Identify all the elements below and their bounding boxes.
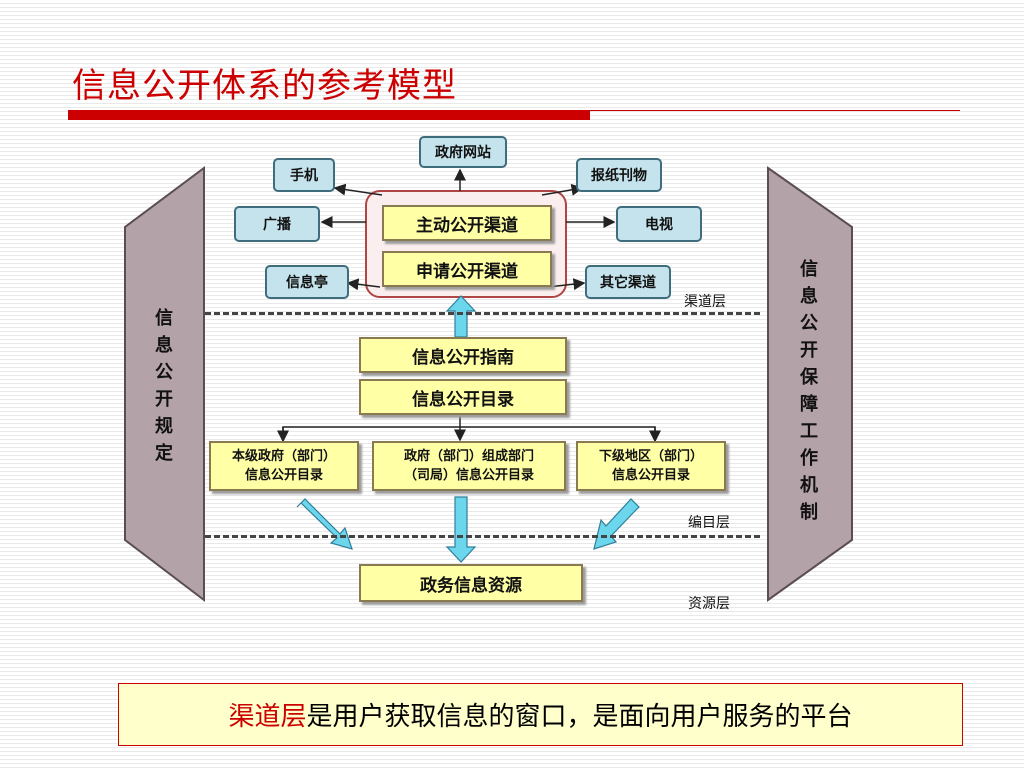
arrow-left-to-resources — [296, 498, 353, 550]
right-pillar-label: 信息公开保障工作机制 — [800, 259, 818, 523]
catalog-local-gov: 本级政府（部门）信息公开目录 — [209, 441, 359, 491]
channel-tv: 电视 — [616, 206, 702, 242]
disclosure-guide: 信息公开指南 — [359, 337, 567, 373]
footer-caption: 渠道层是用户获取信息的窗口，是面向用户服务的平台 — [118, 683, 963, 746]
channel-mobile: 手机 — [273, 158, 335, 192]
channel-layer-label: 渠道层 — [684, 294, 726, 310]
active-disclosure-channel: 主动公开渠道 — [382, 205, 552, 241]
arrow-up-to-channels — [445, 295, 477, 338]
arrow-to-newspaper — [541, 183, 584, 196]
catalog-layer-divider — [205, 535, 760, 538]
resource-layer-label: 资源层 — [688, 596, 730, 612]
arrow-to-mobile — [333, 183, 383, 196]
left-pillar-label: 信息公开规定 — [155, 308, 173, 464]
gov-info-resources: 政务信息资源 — [359, 564, 583, 602]
channel-gov-website: 政府网站 — [419, 136, 507, 168]
application-disclosure-channel: 申请公开渠道 — [382, 251, 552, 287]
title-rule — [590, 110, 960, 111]
footer-highlight: 渠道层 — [228, 702, 307, 732]
page-title: 信息公开体系的参考模型 — [72, 66, 457, 106]
arrow-right-to-resources — [593, 498, 640, 550]
footer-text: 是用户获取信息的窗口，是面向用户服务的平台 — [306, 702, 853, 732]
title-underline — [68, 110, 590, 120]
channel-broadcast: 广播 — [234, 206, 320, 242]
right-pillar — [767, 166, 853, 602]
catalog-lower-regions: 下级地区（部门）信息公开目录 — [576, 441, 726, 491]
channel-newspaper: 报纸刊物 — [576, 158, 662, 192]
channel-layer-divider — [205, 312, 760, 315]
catalog-departments: 政府（部门）组成部门（司局）信息公开目录 — [372, 441, 566, 491]
arrow-down-to-resources — [445, 496, 477, 563]
arrow-to-kiosk — [346, 278, 381, 291]
disclosure-catalog: 信息公开目录 — [359, 379, 567, 415]
catalog-layer-label: 编目层 — [688, 515, 730, 531]
left-pillar — [124, 166, 205, 603]
channel-other: 其它渠道 — [585, 265, 671, 299]
arrow-to-other — [547, 278, 586, 291]
channel-kiosk: 信息亭 — [265, 265, 349, 299]
